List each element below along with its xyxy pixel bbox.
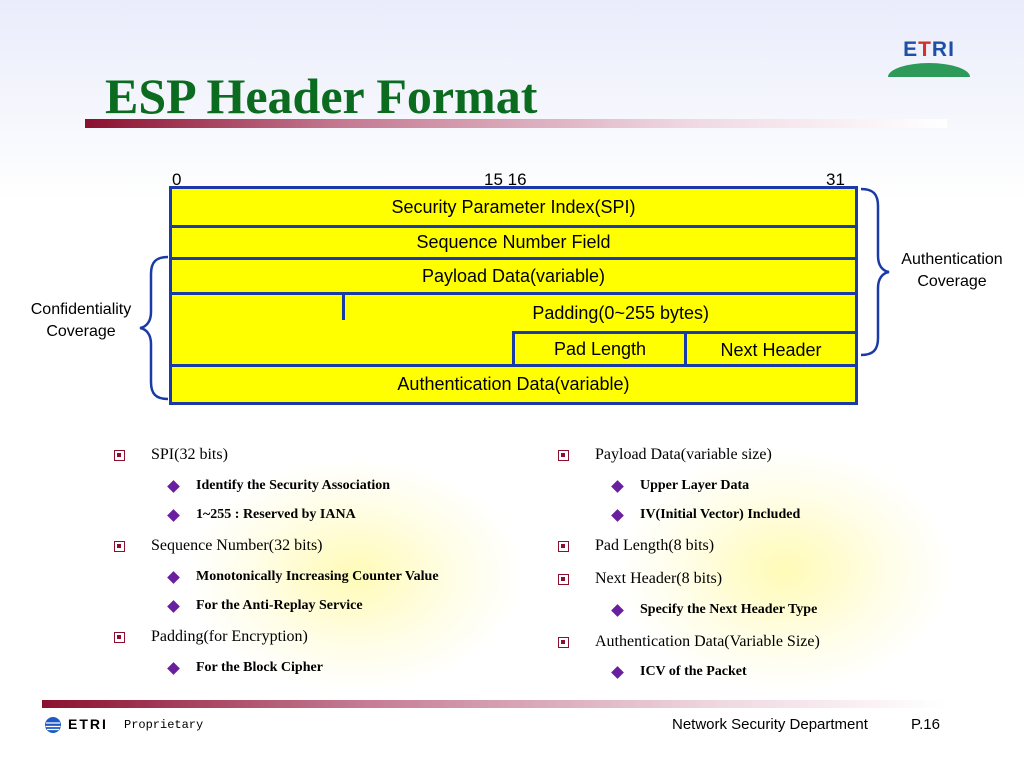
field-auth-data-label: Authentication Data(variable) (397, 374, 630, 394)
list-subitem: Identify the Security Association (167, 478, 390, 494)
list-item: Payload Data(variable size) (558, 446, 772, 464)
list-subitem: IV(Initial Vector) Included (611, 507, 800, 523)
footer-proprietary: Proprietary (124, 718, 204, 732)
diamond-bullet-icon (167, 600, 180, 613)
square-bullet-icon (114, 541, 125, 552)
list-subitem: Monotonically Increasing Counter Value (167, 569, 439, 585)
diamond-bullet-icon (611, 666, 624, 679)
field-sequence-label: Sequence Number Field (416, 232, 611, 252)
etri-logo: ETRI (886, 38, 972, 78)
list-subitem: Upper Layer Data (611, 478, 749, 494)
field-payload-data: Payload Data(variable) (169, 257, 858, 295)
diamond-bullet-icon (611, 480, 624, 493)
square-bullet-icon (114, 450, 125, 461)
authentication-coverage-label: Authentication Coverage (901, 251, 1003, 290)
footer-department: Network Security Department (672, 716, 868, 733)
list-subitem: For the Anti-Replay Service (167, 598, 363, 614)
square-bullet-icon (558, 574, 569, 585)
confidentiality-coverage-label: Confidentiality Coverage (30, 301, 132, 340)
square-bullet-icon (558, 637, 569, 648)
list-item: Padding(for Encryption) (114, 628, 308, 646)
list-subitem: For the Block Cipher (167, 660, 323, 676)
square-bullet-icon (114, 632, 125, 643)
right-bullet-list: Payload Data(variable size) Upper Layer … (558, 446, 978, 686)
confidentiality-brace (139, 255, 169, 401)
footer-bar (42, 700, 947, 708)
list-item: Pad Length(8 bits) (558, 537, 714, 555)
etri-globe-icon (45, 717, 61, 733)
field-padding-label: Padding(0~255 bytes) (532, 302, 709, 323)
authentication-brace (860, 187, 890, 357)
list-item: SPI(32 bits) (114, 446, 228, 464)
etri-logo-text: ETRI (903, 38, 955, 61)
list-subitem: Specify the Next Header Type (611, 602, 817, 618)
decorative-glow-right (620, 450, 950, 690)
field-pad-length: Pad Length (512, 331, 688, 367)
square-bullet-icon (558, 541, 569, 552)
diamond-bullet-icon (611, 509, 624, 522)
bit-label-mid: 15 16 (484, 170, 527, 189)
square-bullet-icon (558, 450, 569, 461)
field-spi: Security Parameter Index(SPI) (169, 186, 858, 228)
diamond-bullet-icon (167, 480, 180, 493)
title-underline-bar (85, 119, 947, 128)
field-next-header-label: Next Header (720, 339, 822, 360)
footer-brand: ETRI (68, 716, 108, 732)
field-sequence-number: Sequence Number Field (169, 225, 858, 260)
bit-label-start: 0 (172, 170, 182, 189)
field-spi-label: Security Parameter Index(SPI) (391, 196, 636, 217)
field-authentication-data: Authentication Data(variable) (169, 364, 858, 405)
list-subitem: 1~255 : Reserved by IANA (167, 507, 356, 523)
list-item: Sequence Number(32 bits) (114, 537, 323, 555)
list-item: Authentication Data(Variable Size) (558, 633, 820, 651)
decorative-glow-left (190, 460, 520, 690)
field-pad-length-label: Pad Length (553, 338, 647, 359)
diamond-bullet-icon (167, 662, 180, 675)
diamond-bullet-icon (611, 604, 624, 617)
left-bullet-list: SPI(32 bits) Identify the Security Assoc… (114, 446, 514, 686)
list-subitem: ICV of the Packet (611, 664, 747, 680)
etri-logo-arc (888, 63, 970, 77)
page-number: P.16 (911, 716, 940, 733)
diamond-bullet-icon (167, 571, 180, 584)
diamond-bullet-icon (167, 509, 180, 522)
page-title: ESP Header Format (105, 68, 538, 124)
field-merge-fill-2 (345, 295, 514, 335)
field-payload-label: Payload Data(variable) (421, 265, 606, 286)
list-item: Next Header(8 bits) (558, 570, 722, 588)
bit-label-end: 31 (826, 170, 845, 189)
